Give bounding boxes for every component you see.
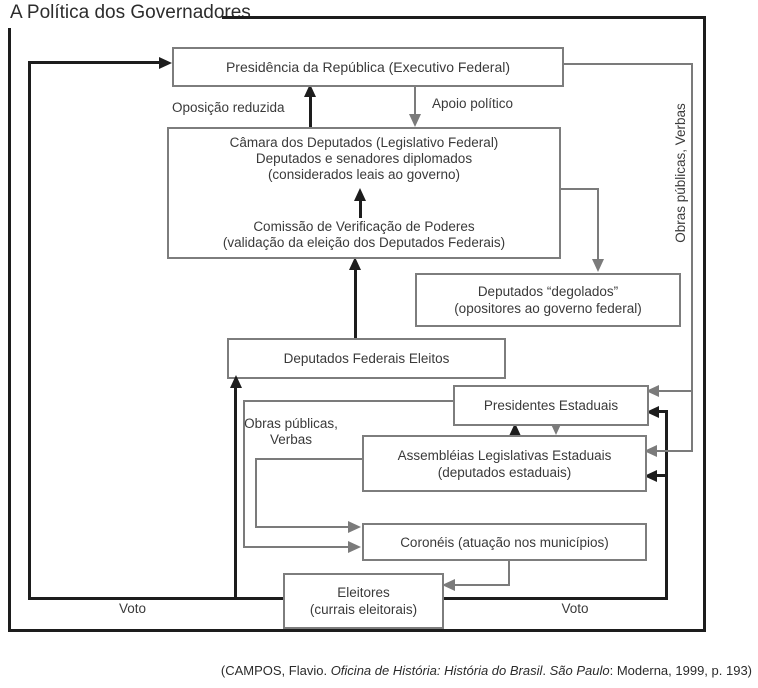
- connector-degolados-vert: [597, 188, 599, 260]
- box-assembleias-line1: Assembléias Legislativas Estaduais: [397, 447, 612, 463]
- label-voto-left: Voto: [118, 601, 147, 616]
- box-presidencia-label: Presidência da República (Executivo Fede…: [225, 58, 511, 75]
- box-degolados: Deputados “degolados” (opositores ao gov…: [415, 273, 681, 327]
- connector-coroneis-down: [508, 557, 510, 586]
- connector-comissao-camara: [359, 200, 362, 218]
- connector-oposicao: [309, 96, 312, 127]
- box-presidentes-estaduais-label: Presidentes Estaduais: [483, 398, 619, 413]
- connector-assembleias-esq-horiz: [255, 458, 362, 460]
- connector-assembleias-esq-vert: [255, 458, 257, 528]
- box-deputados-eleitos-label: Deputados Federais Eleitos: [283, 351, 450, 366]
- connector-verbas-to-presidentes: [658, 390, 691, 392]
- connector-verbas-riser: [691, 63, 693, 452]
- label-apoio-politico: Apoio político: [432, 96, 514, 111]
- box-degolados-line2: (opositores ao governo federal): [454, 301, 642, 316]
- label-obras-line1: Obras públicas,: [244, 416, 338, 431]
- box-eleitores-line1: Eleitores: [337, 585, 390, 600]
- connector-voto-deputados-riser: [234, 387, 237, 598]
- arrow-into-assembleias-right-black: [644, 470, 657, 482]
- connector-assembleias-coroneis: [255, 526, 348, 528]
- arrow-into-presidentes-right-black: [646, 406, 659, 418]
- arrow-apoio-down: [409, 114, 421, 127]
- label-obras-verbas-vertical: Obras públicas, Verbas: [673, 103, 688, 243]
- box-eleitores: Eleitores (currais eleitorais): [283, 573, 444, 629]
- arrow-comissao-to-camara: [354, 188, 366, 201]
- box-deputados-eleitos: Deputados Federais Eleitos: [227, 338, 506, 379]
- connector-coroneis-eleitores: [454, 584, 510, 586]
- arrow-into-eleitores: [442, 579, 455, 591]
- connector-presidentes-esq-vert: [243, 400, 245, 548]
- citation-part5: : Moderna, 1999, p. 193): [609, 663, 752, 678]
- arrow-into-comissao: [349, 257, 361, 270]
- arrow-into-assembleias-right-gray: [644, 445, 657, 457]
- box-camara-line4: Comissão de Verificação de Poderes: [253, 219, 475, 234]
- connector-verbas-top: [560, 63, 693, 65]
- label-oposicao-reduzida: Oposição reduzida: [172, 100, 285, 115]
- arrow-into-deputados-eleitos: [230, 375, 242, 388]
- arrow-assembleias-to-presidentes: [509, 423, 521, 436]
- box-presidentes-estaduais: Presidentes Estaduais: [453, 385, 649, 426]
- connector-voto-right-riser: [665, 411, 668, 598]
- label-obras-verbas-left: Obras públicas, Verbas: [236, 416, 346, 448]
- frame-bottom: [8, 629, 706, 632]
- label-voto-right: Voto: [561, 601, 589, 616]
- connector-eleitos-comissao: [354, 269, 357, 338]
- box-coroneis: Coronéis (atuação nos municípios): [362, 523, 647, 561]
- connector-verbas-to-assembleias: [656, 450, 691, 452]
- box-eleitores-line2: (currais eleitorais): [309, 602, 418, 617]
- box-assembleias: Assembléias Legislativas Estaduais (depu…: [362, 435, 647, 492]
- box-camara-line2: Deputados e senadores diplomados: [255, 151, 473, 166]
- citation-part3: .: [542, 663, 550, 678]
- citation-book-title: Oficina de História: História do Brasil: [330, 663, 543, 678]
- arrow-into-presidentes-right-gray: [646, 385, 659, 397]
- box-camara-line5: (validação da eleição dos Deputados Fede…: [222, 235, 506, 250]
- arrow-into-degolados: [592, 259, 604, 272]
- frame-left: [8, 28, 11, 632]
- title-underline: [222, 16, 706, 19]
- box-assembleias-line2: (deputados estaduais): [437, 464, 572, 480]
- connector-presidentes-esq-horiz: [243, 400, 453, 402]
- connector-degolados-horiz: [557, 188, 598, 190]
- citation: (CAMPOS, Flavio. Oficina de História: Hi…: [180, 663, 752, 678]
- arrow-oposicao-up: [304, 84, 316, 97]
- arrow-into-coroneis-lower: [348, 541, 361, 553]
- connector-voto-left-riser: [28, 62, 31, 600]
- box-camara-line1: Câmara dos Deputados (Legislativo Federa…: [229, 135, 499, 150]
- box-presidencia: Presidência da República (Executivo Fede…: [172, 47, 564, 87]
- diagram-title: A Política dos Governadores: [10, 2, 251, 23]
- frame-right: [703, 16, 706, 632]
- label-obras-line2: Verbas: [269, 432, 313, 447]
- citation-part1: (CAMPOS, Flavio.: [220, 663, 331, 678]
- connector-apoio: [414, 83, 416, 115]
- connector-stub-assembleias: [656, 474, 668, 477]
- box-coroneis-label: Coronéis (atuação nos municípios): [400, 534, 609, 550]
- connector-presidentes-coroneis: [243, 546, 348, 548]
- arrow-into-coroneis-upper: [348, 521, 361, 533]
- connector-stub-presidentes: [658, 410, 668, 413]
- arrow-into-presidencia-left: [159, 57, 172, 69]
- box-camara-line3: (considerados leais ao governo): [267, 167, 461, 182]
- citation-city: São Paulo: [549, 663, 610, 678]
- connector-voto-to-presidencia: [28, 61, 159, 64]
- box-degolados-line1: Deputados “degolados”: [477, 284, 619, 299]
